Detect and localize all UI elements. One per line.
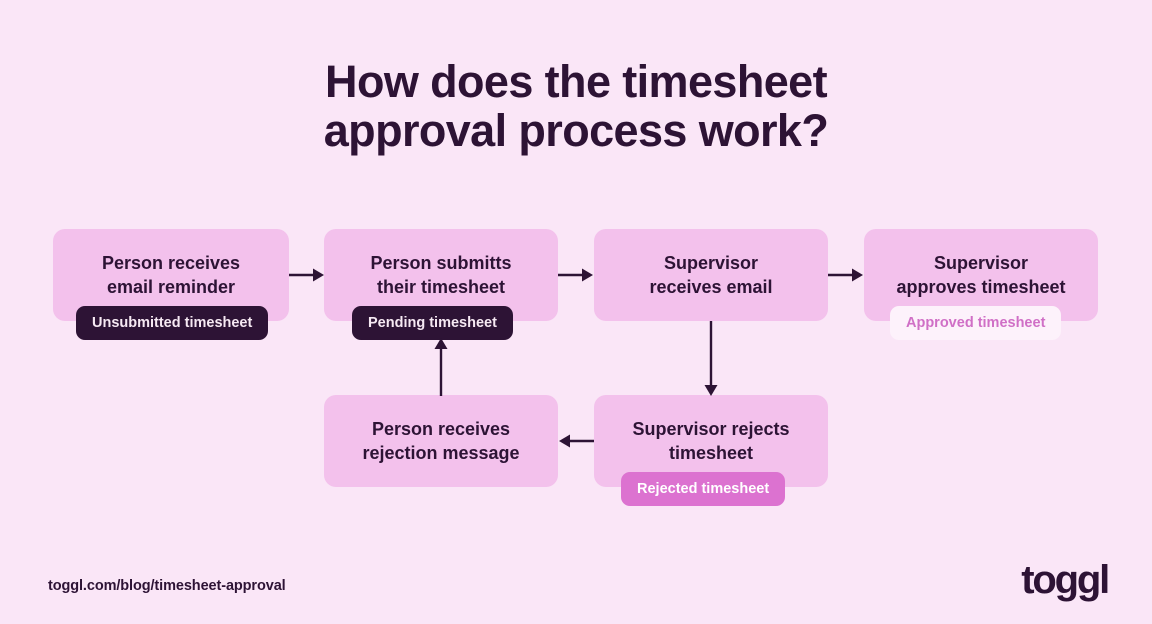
flow-node-line-2: timesheet — [668, 443, 754, 463]
connector-arrow-rejection-message-to-submit — [431, 338, 451, 398]
flow-node-text: Person receives rejection message — [362, 417, 519, 466]
flow-node-line-2: approves timesheet — [896, 277, 1066, 297]
flow-node-text: Supervisor receives email — [649, 251, 772, 300]
flow-node-line-2: receives email — [649, 277, 773, 297]
status-badge-label: Unsubmitted timesheet — [92, 315, 253, 331]
flow-node-supervisor-approves-timesheet: Supervisor approves timesheet — [864, 229, 1098, 321]
flow-node-line-1: Supervisor — [933, 252, 1029, 273]
flow-node-line-1: Supervisor — [663, 252, 759, 273]
connector-arrow-reminder-to-submit — [289, 265, 325, 285]
flow-node-line-2: their timesheet — [376, 277, 506, 297]
connector-arrow-reject-to-rejection-message — [558, 431, 594, 451]
flow-node-supervisor-rejects-timesheet: Supervisor rejects timesheet — [594, 395, 828, 487]
connector-arrow-submit-to-supervisor-email — [558, 265, 594, 285]
connector-arrow-supervisor-email-to-reject — [701, 321, 721, 397]
flow-node-person-receives-rejection-message: Person receives rejection message — [324, 395, 558, 487]
flow-node-supervisor-receives-email: Supervisor receives email — [594, 229, 828, 321]
flow-node-text: Person submitts their timesheet — [370, 251, 511, 300]
flow-node-person-receives-email-reminder: Person receives email reminder — [53, 229, 289, 321]
flow-node-line-1: Supervisor rejects — [632, 418, 790, 439]
page-title-line-1: How does the timesheet — [325, 56, 828, 107]
flow-node-text: Supervisor rejects timesheet — [632, 417, 789, 466]
connector-arrow-supervisor-email-to-approve — [828, 265, 864, 285]
status-badge-label: Pending timesheet — [368, 315, 497, 331]
flow-node-line-1: Person receives — [101, 252, 241, 273]
toggl-logo: toggl — [1021, 558, 1110, 602]
footer-source-url: toggl.com/blog/timesheet-approval — [48, 578, 286, 594]
flow-node-line-1: Person submitts — [370, 252, 512, 273]
flow-node-line-2: email reminder — [106, 277, 236, 297]
flow-node-text: Person receives email reminder — [102, 251, 240, 300]
page-title-line-2: approval process work? — [323, 104, 829, 156]
status-badge-rejected-timesheet: Rejected timesheet — [621, 472, 786, 506]
status-badge-label: Approved timesheet — [906, 315, 1046, 331]
status-badge-approved-timesheet: Approved timesheet — [890, 306, 1062, 340]
status-badge-label: Rejected timesheet — [637, 481, 770, 497]
flow-node-person-submits-timesheet: Person submitts their timesheet — [324, 229, 558, 321]
status-badge-pending-timesheet: Pending timesheet — [352, 306, 513, 340]
status-badge-unsubmitted-timesheet: Unsubmitted timesheet — [76, 306, 269, 340]
flow-node-text: Supervisor approves timesheet — [896, 251, 1065, 300]
page-title: How does the timesheet approval process … — [0, 56, 1152, 156]
flow-node-line-2: rejection message — [362, 443, 520, 463]
flow-node-line-1: Person receives — [371, 418, 511, 439]
